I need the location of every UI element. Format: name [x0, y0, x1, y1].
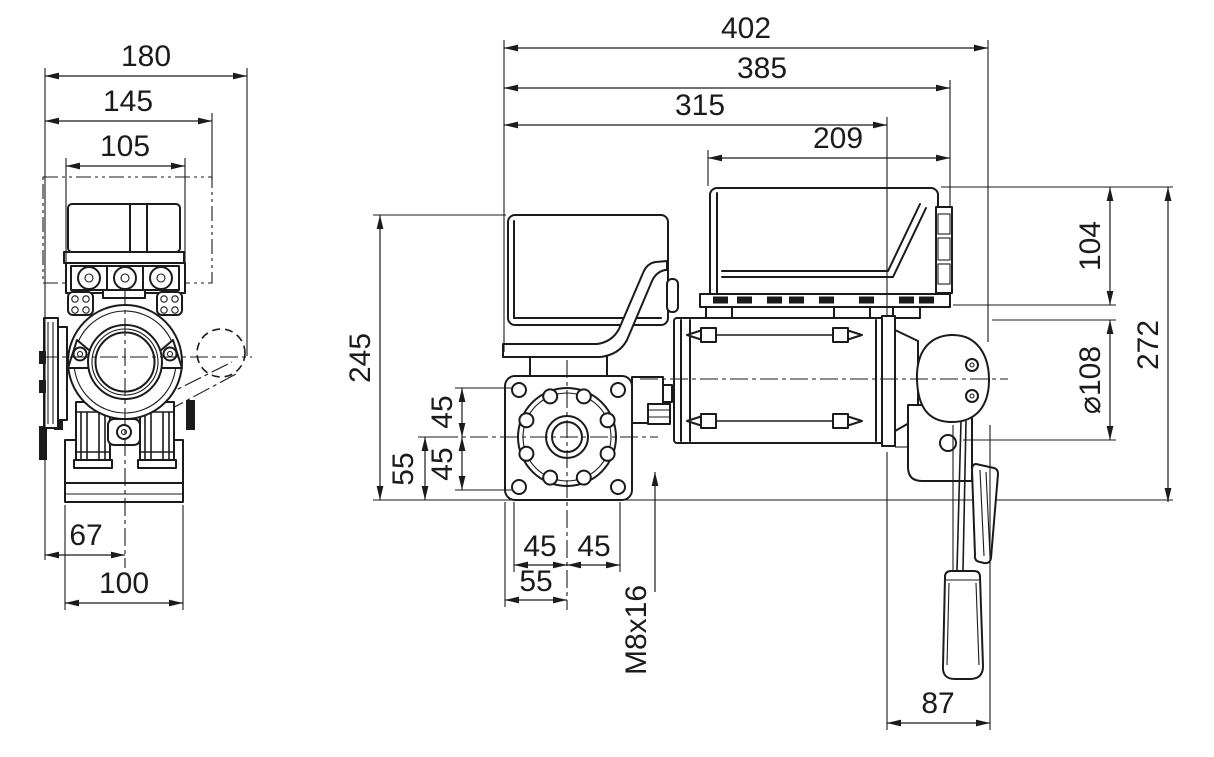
bolt-circle-hole: [599, 445, 616, 462]
dim-label-87: 87: [921, 687, 954, 720]
flange-hole: [511, 382, 527, 398]
dim-label-55-vertical: 55: [387, 452, 420, 485]
motor-body: [673, 315, 896, 447]
cover-bracket-band: [502, 260, 668, 358]
extension-lines-front: [44, 68, 248, 610]
dim-label-diameter-108: ⌀108: [1074, 346, 1107, 414]
bolt-circle-hole: [542, 388, 559, 405]
output-flange: [39, 317, 68, 429]
vent-slot: [737, 296, 752, 304]
phantom-cover-outline: [42, 176, 213, 284]
tie-rod-top: [686, 327, 863, 343]
front-view: 180 145 105 67 100: [39, 40, 252, 610]
dim-label-100: 100: [99, 567, 149, 600]
bolt-cluster-right: [156, 291, 183, 316]
tie-rod-bottom: [686, 413, 863, 429]
vent-slot: [859, 296, 874, 304]
dimensions-side: 402 385 315 209 245 45 45 55 45 45 55 M8…: [344, 12, 1172, 727]
flange-hole: [610, 382, 626, 398]
bolt-circle-hole: [575, 388, 592, 405]
vent-slot: [767, 296, 782, 304]
dim-label-385: 385: [737, 52, 787, 85]
flange-hole: [511, 479, 527, 495]
terminal-box-front: [63, 203, 185, 264]
dim-label-45-right: 45: [577, 530, 610, 563]
dim-label-67: 67: [69, 519, 102, 552]
thread-callout-label: M8x16: [620, 585, 653, 675]
dim-label-55-horizontal: 55: [519, 565, 552, 598]
phantom-chain-line: [166, 373, 237, 412]
flange-tab: [39, 426, 47, 460]
damper-block: [186, 400, 195, 430]
cable-gland: [113, 266, 137, 290]
crank-handle-folded: [971, 463, 999, 565]
dim-label-272: 272: [1132, 320, 1165, 370]
dim-label-315: 315: [675, 89, 725, 122]
dim-label-45-lower: 45: [426, 447, 459, 480]
bolt-circle-hole: [542, 469, 559, 486]
dim-label-245: 245: [344, 333, 377, 383]
vent-slot: [819, 296, 834, 304]
dim-label-145: 145: [103, 85, 153, 118]
dim-label-104: 104: [1074, 221, 1107, 271]
bracket-hole: [939, 434, 957, 452]
side-view: 402 385 315 209 245 45 45 55 45 45 55 M8…: [344, 12, 1173, 730]
dimensions-front: 180 145 105 67 100: [45, 40, 247, 607]
hood-cover: [709, 187, 939, 301]
extension-lines-side: [373, 40, 1116, 730]
dim-label-209: 209: [813, 122, 863, 155]
dim-label-105: 105: [100, 130, 150, 163]
mounting-plate: [699, 293, 951, 321]
flange-hole: [610, 479, 626, 495]
dim-label-402: 402: [721, 12, 771, 45]
vent-slot: [713, 296, 728, 304]
bolt-cluster-left: [67, 291, 94, 316]
motor-adapter: [631, 376, 673, 425]
bolt-circle-hole: [599, 412, 616, 429]
bolt-circle-hole: [575, 469, 592, 486]
vent-slot: [919, 296, 934, 304]
hood-connector: [935, 206, 953, 294]
vent-slot: [789, 296, 804, 304]
crank-handle-grip: [941, 570, 984, 680]
vent-slot: [899, 296, 914, 304]
cover-screw: [965, 389, 979, 403]
dim-label-45-left: 45: [523, 530, 556, 563]
phantom-handwheel-circle: [196, 328, 246, 378]
bolt-circle-hole: [518, 445, 535, 462]
gearbox-flange-side: [504, 375, 633, 501]
crank-rod: [962, 420, 967, 571]
dim-label-180: 180: [121, 40, 171, 73]
motor-end-flange: [881, 315, 896, 447]
cable-gland: [149, 266, 173, 290]
dim-label-45-upper: 45: [426, 395, 459, 428]
hinge-bump: [666, 278, 679, 313]
cover-screw: [965, 358, 979, 372]
crank-rod: [956, 420, 962, 571]
bolt-circle-hole: [518, 412, 535, 429]
cable-gland: [77, 266, 101, 290]
